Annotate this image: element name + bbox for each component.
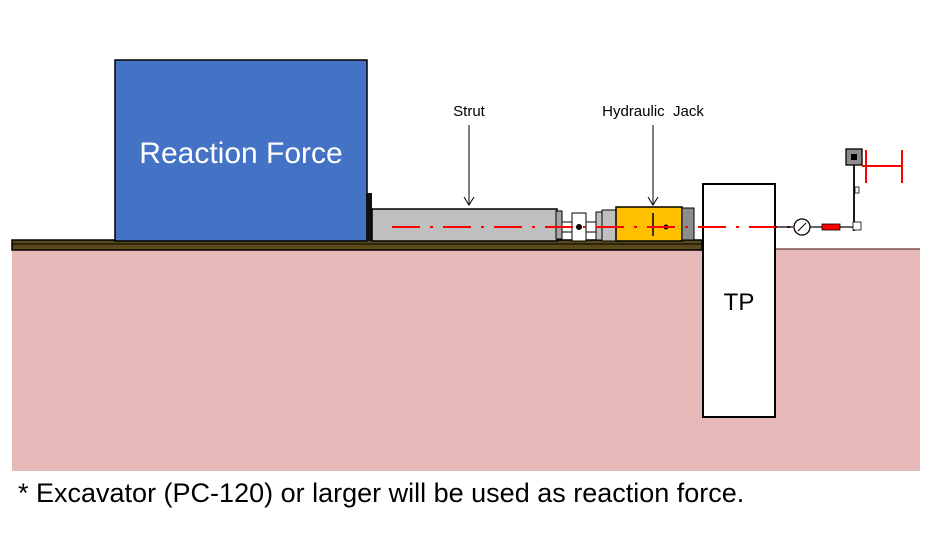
reference-stand <box>845 148 863 231</box>
jack-pointer-arrow <box>647 125 659 206</box>
strut-end-plate <box>555 210 563 240</box>
test-pile-label: TP <box>724 289 755 316</box>
footnote-note: * Excavator (PC-120) or larger will be u… <box>18 478 745 508</box>
ground-soil <box>12 249 920 471</box>
reaction-force-block <box>114 59 368 242</box>
strut-label: Strut <box>453 103 486 120</box>
coupler-assembly <box>561 209 617 242</box>
hydraulic-jack-label: Hydraulic Jack <box>602 103 704 120</box>
reference-beam <box>862 150 903 183</box>
test-pile <box>702 183 776 418</box>
reaction-force-label: Reaction Force <box>139 137 342 170</box>
bearing-plate <box>366 193 372 241</box>
jack-ram <box>681 207 695 241</box>
strut <box>371 208 558 242</box>
hydraulic-jack-cylinder <box>615 206 683 242</box>
dial-gauge <box>775 218 853 236</box>
strut-pointer-arrow <box>463 125 475 206</box>
